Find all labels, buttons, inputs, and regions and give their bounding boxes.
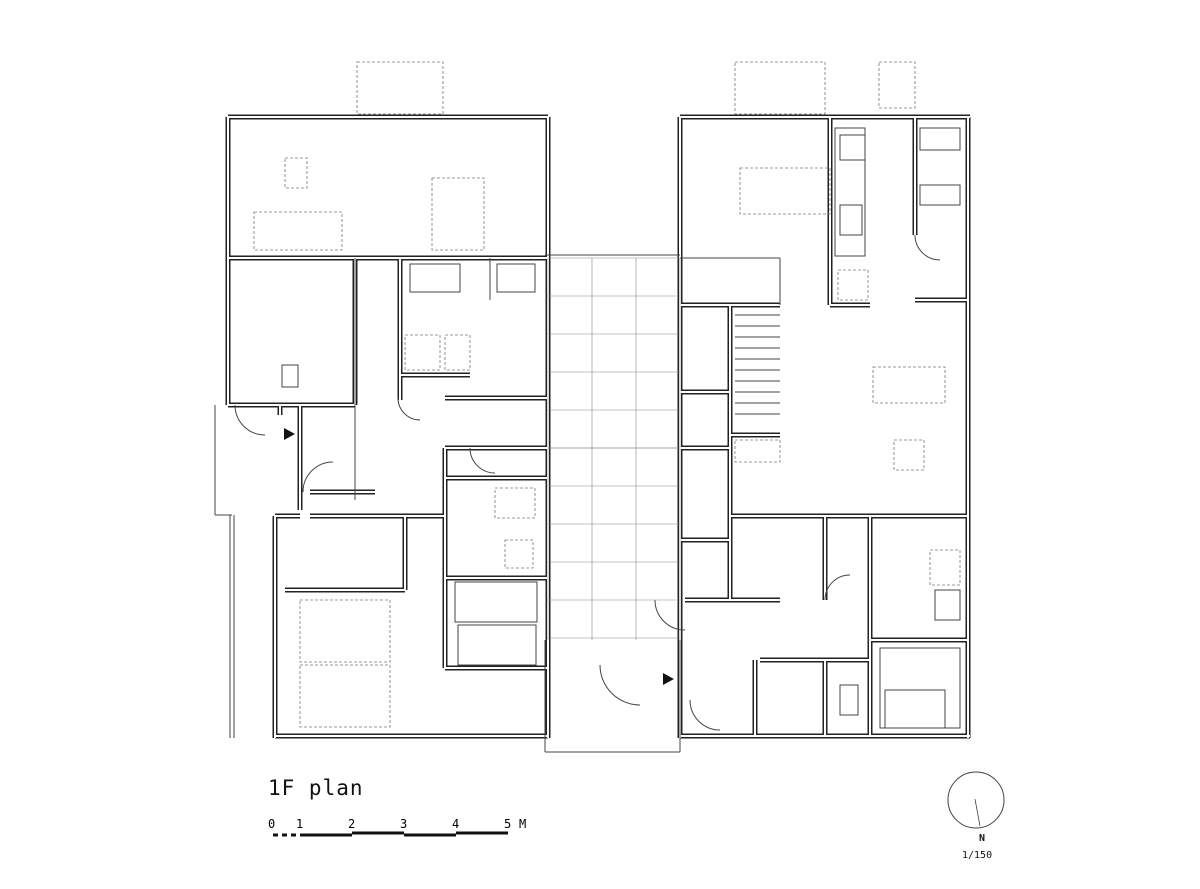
fixture (457, 624, 537, 666)
fixture (839, 204, 863, 236)
fixtures (214, 61, 961, 753)
furniture (253, 211, 343, 251)
walls (225, 114, 971, 739)
drawing-title: 1F plan (268, 776, 364, 800)
entry-arrow-right (663, 673, 674, 685)
fixture (834, 127, 866, 257)
furniture (929, 549, 961, 586)
furniture (299, 664, 391, 728)
furniture (739, 167, 831, 215)
scale-unit: M (519, 817, 527, 831)
fixture (409, 263, 461, 293)
fixture (934, 589, 961, 621)
furniture (284, 157, 308, 189)
furniture (893, 439, 925, 471)
furniture (872, 366, 946, 404)
door-swing (469, 447, 496, 474)
furniture (734, 439, 781, 463)
scale-bar (273, 831, 508, 837)
door-swing (599, 664, 641, 706)
fixture (454, 581, 538, 623)
fixture (281, 364, 299, 388)
fixture (496, 263, 536, 293)
furniture (356, 61, 444, 115)
furniture (504, 539, 534, 569)
scale-ratio: 1/150 (962, 850, 993, 861)
scale-tick-1: 1 (296, 817, 304, 831)
furniture (837, 269, 869, 301)
furniture (734, 61, 826, 115)
door-swing (824, 574, 851, 601)
scale-tick-3: 3 (400, 817, 408, 831)
courtyard-grid (547, 257, 681, 640)
entry-arrow-left (284, 428, 295, 440)
furniture (431, 177, 485, 251)
scale-tick-0: 0 (268, 817, 276, 831)
door-swing (397, 397, 421, 421)
scale-tick-5: 5 (504, 817, 512, 831)
door-swing (689, 699, 721, 731)
furniture (878, 61, 916, 109)
fixture (884, 689, 946, 729)
north-arrow (947, 771, 1005, 829)
fixture (839, 134, 866, 161)
furniture (444, 334, 471, 371)
north-label: N (979, 833, 986, 844)
scale-tick-4: 4 (452, 817, 460, 831)
door-swing (302, 461, 334, 493)
door-swing (234, 404, 266, 436)
furniture (494, 487, 536, 519)
furniture (299, 599, 391, 663)
fixture (919, 127, 961, 151)
fixture (879, 647, 961, 729)
door-swing (914, 234, 941, 261)
scale-tick-2: 2 (348, 817, 356, 831)
furniture (404, 334, 441, 371)
fixture (919, 184, 961, 206)
fixture (839, 684, 859, 716)
